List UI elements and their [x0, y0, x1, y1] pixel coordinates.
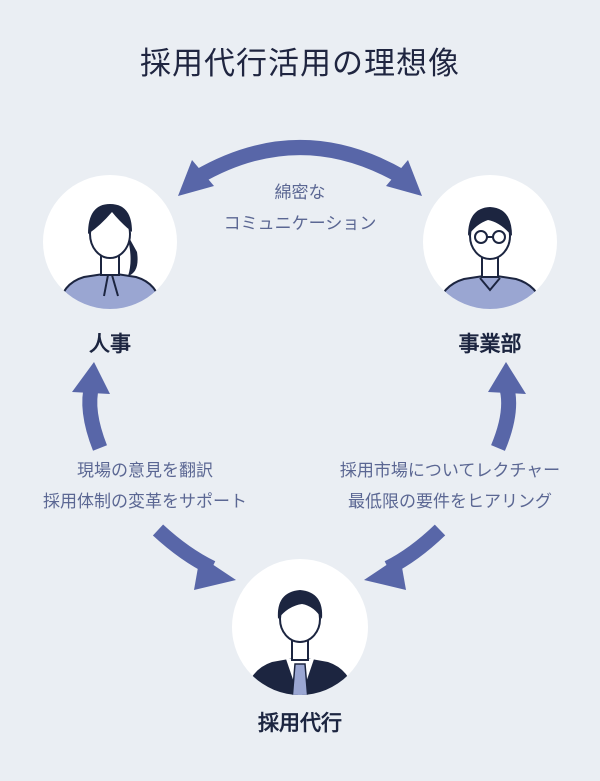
page-title: 採用代行活用の理想像: [140, 46, 460, 82]
node-label-hr: 人事: [89, 332, 131, 356]
arrow-to-business: [488, 362, 526, 451]
arrow-to-hr: [72, 362, 110, 451]
caption-hr-business: 綿密な コミュニケーション: [190, 178, 410, 240]
person-suit-icon: [232, 559, 368, 695]
arrow-hr-business: [178, 140, 422, 196]
node-label-business: 事業部: [458, 332, 522, 356]
caption-line: 採用市場についてレクチャー: [339, 461, 561, 481]
person-female-icon: [43, 175, 177, 309]
caption-line: 採用体制の変革をサポート: [43, 492, 247, 512]
caption-line: コミュニケーション: [223, 214, 377, 234]
caption-line: 現場の意見を翻訳: [77, 461, 213, 481]
caption-agent-hr: 現場の意見を翻訳 採用体制の変革をサポート: [0, 456, 290, 518]
person-glasses-icon: [423, 175, 557, 309]
caption-line: 最低限の要件をヒアリング: [348, 492, 552, 512]
node-label-agent: 採用代行: [258, 711, 342, 735]
caption-agent-business: 採用市場についてレクチャー 最低限の要件をヒアリング: [300, 456, 600, 518]
arrow-business-to-agent: [364, 524, 446, 590]
arrow-hr-to-agent: [152, 524, 236, 590]
caption-line: 綿密な: [274, 183, 326, 203]
